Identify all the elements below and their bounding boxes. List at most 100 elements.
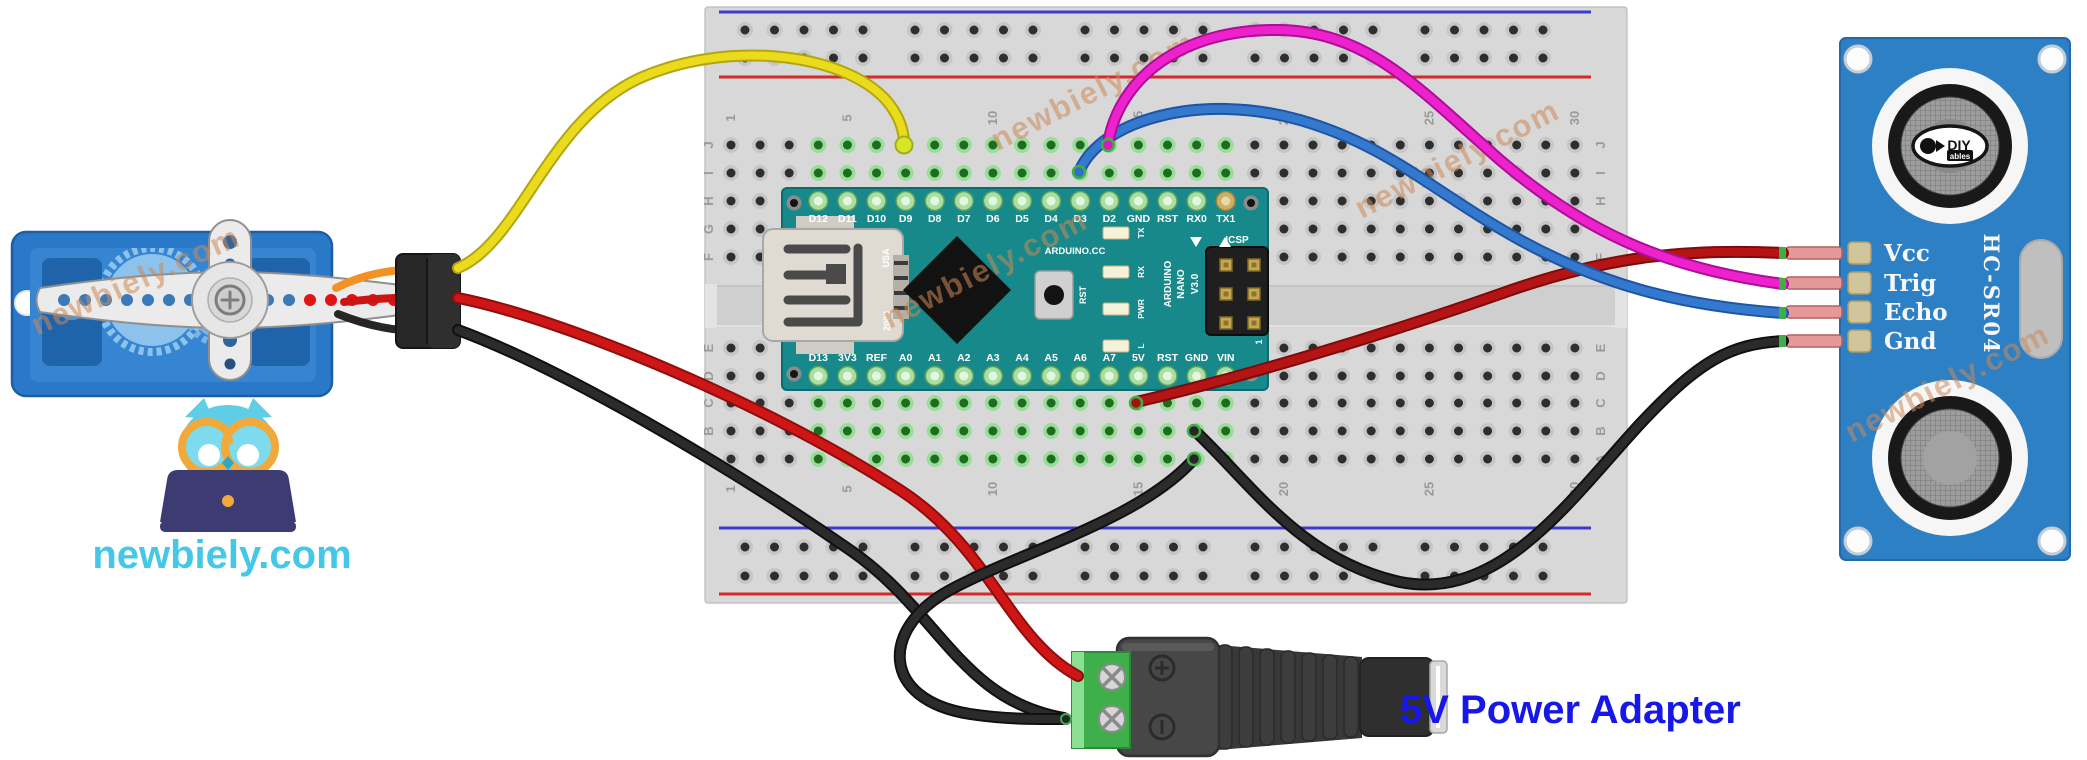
tip-gnd-b [1186, 423, 1202, 439]
diyables-logo: DIY ables [1911, 124, 1989, 168]
wire-common-ground [895, 455, 1198, 724]
sensor-mount-holes [1843, 44, 2067, 556]
arduino-nano: RST ICSP 1 ARDUINO.CC USA 2009 ARDUINO N… [762, 187, 1269, 391]
svg-text:25: 25 [1421, 482, 1436, 496]
polarity-symbols [1148, 654, 1176, 741]
svg-text:G: G [701, 224, 716, 234]
connection-points [894, 135, 1786, 725]
usb-icon [783, 243, 863, 327]
owl-icon [178, 398, 279, 489]
servo-motor [10, 219, 463, 398]
svg-text:20: 20 [1276, 482, 1291, 496]
channel-notch-left [705, 284, 717, 328]
svg-text:RX0: RX0 [1186, 213, 1207, 225]
diyables-brand: DIY [1947, 137, 1971, 153]
svg-text:A6: A6 [1073, 352, 1087, 364]
svg-text:A1: A1 [928, 352, 942, 364]
svg-text:C: C [1593, 398, 1608, 408]
svg-text:J: J [701, 141, 716, 148]
svg-text:TX: TX [1136, 227, 1146, 238]
svg-text:D: D [1593, 371, 1608, 380]
wire-sensor-trig [1104, 25, 1787, 288]
reset-label: RST [1078, 285, 1088, 304]
svg-text:D5: D5 [1015, 213, 1029, 225]
svg-text:GND: GND [1127, 213, 1151, 225]
svg-text:C: C [701, 398, 716, 408]
model-line-2: NANO [1176, 269, 1187, 299]
pin1-label: 1 [1254, 339, 1264, 344]
jumper-wires [452, 23, 1789, 726]
wire-sensor-ground [1190, 337, 1787, 589]
tx1-arrow-icon [1219, 237, 1231, 247]
usa-label: USA [881, 248, 891, 268]
power-adapter: 5V Power Adapter [1071, 636, 1741, 758]
svg-text:GND: GND [1185, 352, 1209, 364]
model-line-3: V3.0 [1190, 273, 1201, 294]
channel-notch-right [1615, 284, 1627, 328]
adapter-caption: 5V Power Adapter [1400, 688, 1741, 732]
svg-text:I: I [1593, 171, 1608, 175]
svg-text:RX: RX [1136, 266, 1146, 278]
svg-text:D4: D4 [1044, 213, 1058, 225]
svg-text:3V3: 3V3 [838, 352, 857, 364]
tip-trig [1779, 278, 1786, 290]
svg-text:A3: A3 [986, 352, 1000, 364]
terminal-screws [1098, 663, 1126, 733]
svg-text:A4: A4 [1015, 352, 1029, 364]
svg-text:D10: D10 [867, 213, 886, 225]
svg-text:J: J [1593, 141, 1608, 148]
svg-text:1: 1 [723, 485, 738, 492]
wire-servo-signal [454, 51, 908, 272]
icsp-label: ICSP [1225, 235, 1249, 246]
svg-text:F: F [1593, 253, 1608, 261]
svg-text:REF: REF [866, 352, 888, 364]
arduino-corner-holes [786, 195, 1259, 382]
microcontroller-chip [903, 236, 1011, 344]
svg-text:E: E [1593, 343, 1608, 352]
svg-text:D13: D13 [809, 352, 828, 364]
servo-horn-holes [58, 294, 400, 306]
sensor-pin-trig: Trig [1884, 270, 1936, 297]
svg-text:D11: D11 [838, 213, 857, 225]
svg-text:E: E [701, 343, 716, 352]
svg-text:D: D [701, 371, 716, 380]
reset-button [1034, 270, 1074, 320]
laptop-icon [160, 470, 296, 532]
svg-text:H: H [1593, 196, 1608, 205]
servo-lead-signal [332, 266, 406, 292]
svg-text:H: H [701, 196, 716, 205]
wire-sensor-vcc [1132, 247, 1787, 406]
svg-text:25: 25 [1421, 111, 1436, 125]
arduino-brand: ARDUINO.CC [1045, 246, 1106, 257]
svg-text:D12: D12 [809, 213, 828, 225]
adapter-ribs [1217, 644, 1359, 750]
svg-text:A: A [1593, 454, 1608, 464]
mini-usb-port [762, 216, 909, 354]
tip-gnd [1779, 335, 1786, 347]
svg-text:5: 5 [839, 114, 854, 121]
tip-echo [1779, 307, 1786, 319]
svg-text:A7: A7 [1103, 352, 1117, 364]
svg-text:TX1: TX1 [1216, 213, 1235, 225]
svg-text:L: L [1136, 343, 1146, 348]
wire-servo-power [454, 294, 1082, 680]
svg-text:VIN: VIN [1217, 352, 1235, 364]
svg-text:5V: 5V [1132, 352, 1145, 364]
svg-text:A2: A2 [957, 352, 971, 364]
sensor-pin-echo: Echo [1884, 299, 1948, 326]
sensor-crystal [2019, 239, 2063, 359]
svg-text:B: B [1593, 426, 1608, 435]
wire-servo-ground [454, 326, 1068, 722]
svg-text:RST: RST [1157, 213, 1179, 225]
svg-text:5: 5 [839, 485, 854, 492]
svg-text:15: 15 [1130, 482, 1145, 496]
tip-d2 [1100, 137, 1116, 153]
terminal-block [1071, 651, 1131, 749]
site-logo: newbiely.com [92, 398, 352, 577]
svg-text:I: I [701, 171, 716, 175]
diyables-owl-icon [1920, 138, 1936, 154]
tip-vcc [1779, 247, 1786, 259]
tip-d9 [894, 135, 914, 155]
year-label: 2009 [882, 311, 892, 331]
